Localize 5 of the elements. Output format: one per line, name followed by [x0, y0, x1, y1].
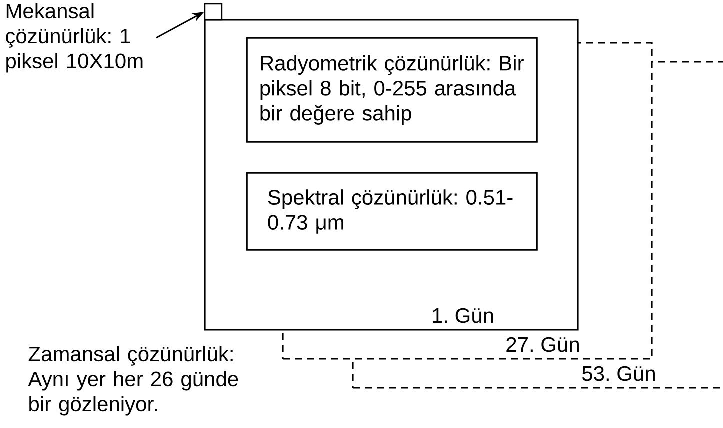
text-box: Spektral çözünürlük: 0.51-0.73 μm: [246, 172, 538, 251]
text-box: Radyometrik çözünürlük: Bir piksel 8 bit, 0-255 arasında bir değere sahip: [246, 38, 538, 143]
callout-text: Mekansal çözünürlük: 1 piksel 10X10m: [6, 3, 143, 73]
pixel-square: [204, 3, 223, 21]
note-text: Zamansal çözünürlük: Aynı yer her 26 günde bir gözleniyor.: [28, 346, 238, 416]
